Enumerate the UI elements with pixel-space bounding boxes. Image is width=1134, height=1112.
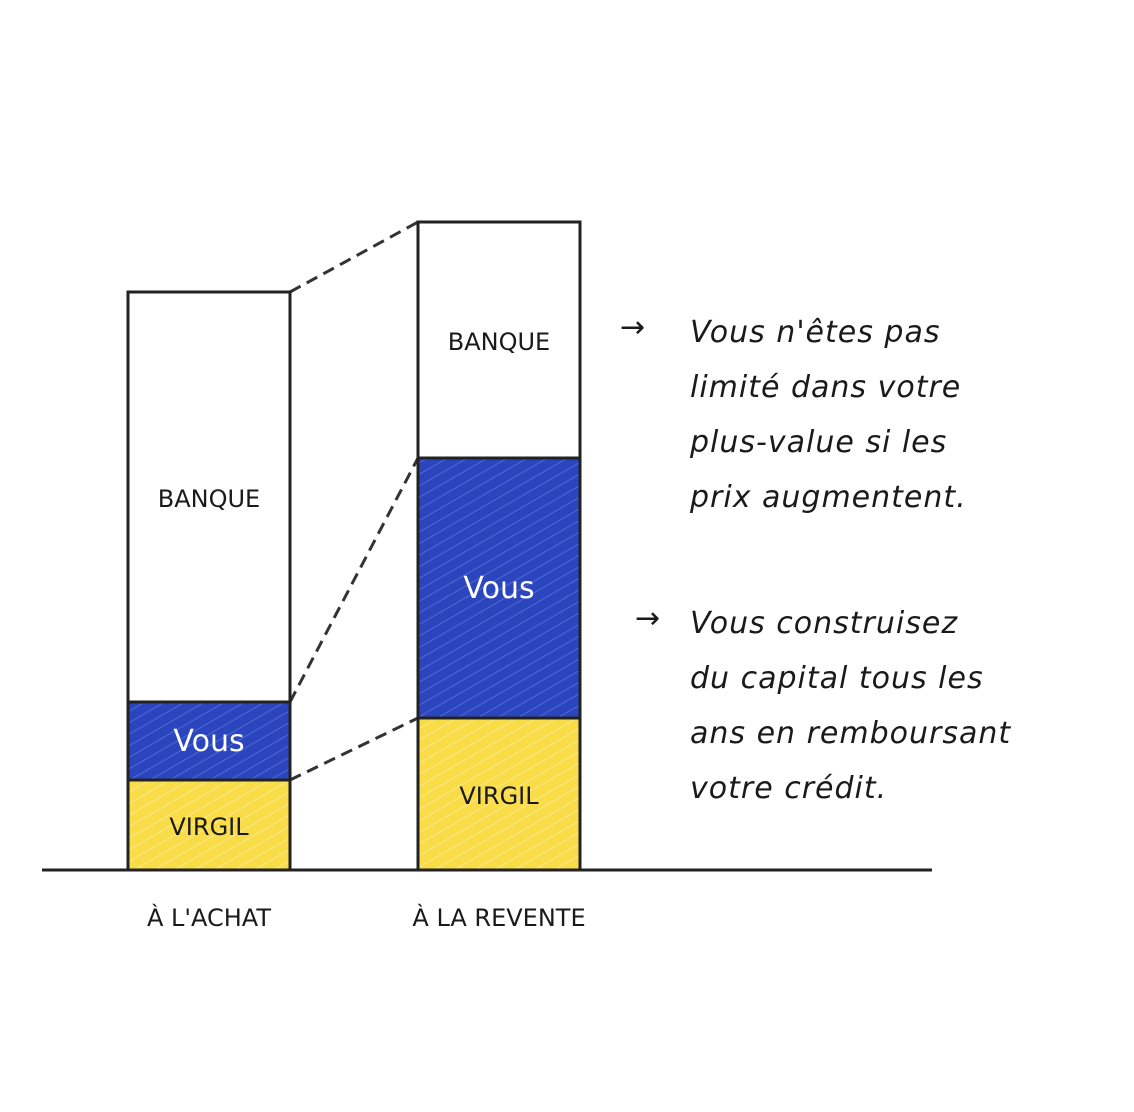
arrow-right-icon: → [620, 310, 646, 345]
segment-label-banque: BANQUE [448, 328, 550, 356]
annotation-plus-value: Vous n'êtes pas limité dans votre plus-v… [690, 305, 1110, 525]
annotation-line: du capital tous les [690, 661, 984, 696]
annotation-line: votre crédit. [690, 771, 888, 806]
dashed-connector [288, 457, 420, 703]
segment-label-vous: Vous [463, 571, 534, 606]
annotation-capital: Vous construisez du capital tous les ans… [690, 596, 1110, 816]
segment-label-virgil: VIRGIL [169, 813, 249, 841]
dashed-connector [289, 220, 419, 294]
segment-labels-layer: VIRGIL Vous BANQUE VIRGIL Vous BANQUE [158, 328, 550, 841]
dashed-connector-lines [288, 220, 420, 782]
bar-segment-vous [126, 700, 292, 782]
bar-segment-banque [126, 290, 292, 704]
annotation-line: ans en remboursant [690, 716, 1012, 751]
segment-label-banque: BANQUE [158, 485, 260, 513]
annotation-line: plus-value si les [690, 425, 948, 460]
segment-label-virgil: VIRGIL [459, 782, 539, 810]
annotation-line: Vous n'êtes pas [690, 315, 941, 350]
dashed-connector [289, 716, 419, 782]
category-label: À L'ACHAT [147, 903, 271, 932]
annotation-line: prix augmentent. [690, 480, 967, 515]
segment-label-vous: Vous [173, 724, 244, 759]
category-labels-layer: À L'ACHAT À LA REVENTE [147, 903, 586, 932]
bar-segment-banque [416, 220, 582, 460]
annotation-line: limité dans votre [690, 370, 962, 405]
annotation-line: Vous construisez [690, 606, 959, 641]
bar-segment-vous [416, 456, 582, 720]
bars-layer [126, 220, 582, 872]
bar-segment-virgil [126, 778, 292, 872]
bar-segment-virgil [416, 716, 582, 872]
arrow-right-icon: → [635, 601, 661, 636]
category-label: À LA REVENTE [412, 903, 585, 932]
